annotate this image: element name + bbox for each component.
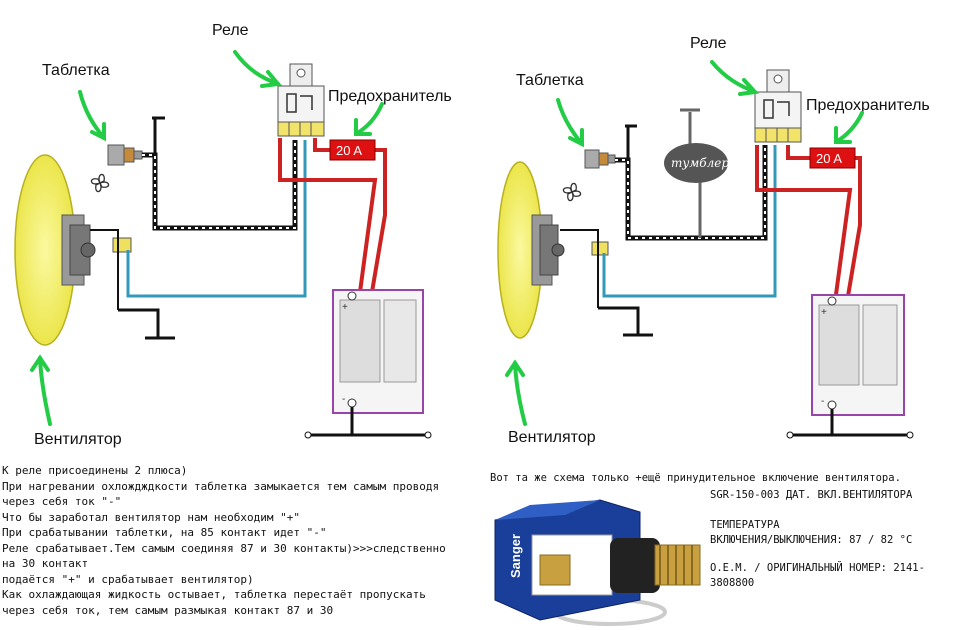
explanation-notes: К реле присоединены 2 плюса) При нагрева… xyxy=(2,463,447,618)
fan-icon xyxy=(497,161,565,339)
battery-icon: + - xyxy=(811,294,905,416)
fuse-icon: 20 A xyxy=(809,147,856,169)
fuse-value: 20 A xyxy=(336,143,362,158)
product-title: SGR-150-003 ДАТ. ВКЛ.ВЕНТИЛЯТОРА xyxy=(710,489,913,501)
fan-icon xyxy=(14,154,96,346)
fan-label: Вентилятор xyxy=(508,429,596,446)
sensor-label: Таблетка xyxy=(516,72,584,89)
relay-icon xyxy=(754,69,802,143)
arrow-icon xyxy=(30,50,384,426)
right-caption: Вот та же схема только +ещё принудительн… xyxy=(490,472,901,484)
note-line: При нагревании охлождждкости таблетка за… xyxy=(2,479,440,509)
fan-symbol-icon xyxy=(562,182,582,202)
relay-icon xyxy=(277,63,325,137)
svg-text:+: + xyxy=(342,302,348,313)
temperature-sensor-icon xyxy=(584,149,616,169)
note-line: Реле срабатывает.Тем самым соединяя 87 и… xyxy=(2,541,446,571)
fuse-icon: 20 A xyxy=(329,139,376,161)
fan-symbol-icon xyxy=(90,173,110,193)
arrow-icon xyxy=(505,60,864,426)
left-diagram: 20 A + - Реле Таблетка Предохранитель Ве… xyxy=(14,22,452,448)
relay-label: Реле xyxy=(212,22,249,39)
fuse-value: 20 A xyxy=(816,151,842,166)
temp-heading: ТЕМПЕРАТУРА xyxy=(710,519,780,531)
svg-text:-: - xyxy=(342,394,345,405)
temperature-sensor-icon xyxy=(107,144,143,166)
oem-number: O.E.M. / ОРИГИНАЛЬНЫЙ НОМЕР: 2141-380880… xyxy=(710,562,925,589)
fuse-label: Предохранитель xyxy=(328,88,452,105)
note-line: Как охлаждающая жидкость остывает, табле… xyxy=(2,588,426,617)
relay-label: Реле xyxy=(690,35,727,52)
note-line: Что бы заработал вентилятор нам необходи… xyxy=(2,510,301,524)
sensor-label: Таблетка xyxy=(42,62,110,79)
note-line: подаётся "+" и срабатывает вентилятор) xyxy=(2,572,254,586)
note-line: При срабатывании таблетки, на 85 контакт… xyxy=(2,526,327,539)
note-line: К реле присоединены 2 плюса) xyxy=(2,464,188,477)
right-diagram: тумблер 20 A + - xyxy=(497,35,930,446)
fuse-label: Предохранитель xyxy=(806,97,930,114)
switch-label: тумблер xyxy=(671,156,729,170)
fan-label: Вентилятор xyxy=(34,431,122,448)
battery-icon: + - xyxy=(332,289,424,414)
toggle-switch-icon: тумблер xyxy=(664,108,729,238)
svg-text:+: + xyxy=(821,307,827,318)
temp-value: ВКЛЮЧЕНИЯ/ВЫКЛЮЧЕНИЯ: 87 / 82 °C xyxy=(710,534,913,546)
svg-text:-: - xyxy=(821,396,824,407)
product-photo: Sanger xyxy=(494,499,701,626)
brand-logo: Sanger xyxy=(508,534,523,578)
